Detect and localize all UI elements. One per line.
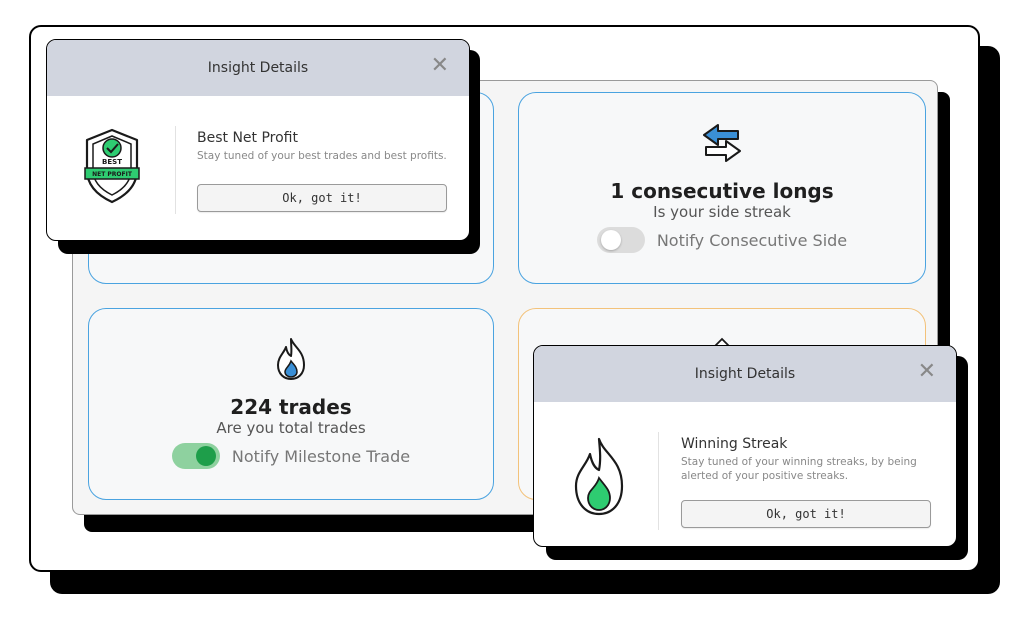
dialog-divider	[175, 126, 176, 214]
dialog-title: Insight Details	[207, 60, 309, 76]
notify-consecutive-toggle[interactable]	[596, 227, 645, 253]
card-consecutive-side: 1 consecutive longs Is your side streak …	[518, 92, 926, 284]
dialog-best-net-profit: Insight Details ✕ BEST NET PROFIT Best N…	[46, 39, 470, 241]
best-net-profit-badge-icon: BEST NET PROFIT	[84, 128, 140, 204]
close-icon[interactable]: ✕	[917, 359, 936, 384]
notify-consecutive-label: Notify Consecutive Side	[656, 230, 848, 250]
dialog-divider	[658, 432, 659, 530]
insight-name: Best Net Profit	[197, 130, 298, 146]
trades-subtitle: Are you total trades	[216, 419, 366, 437]
notify-milestone-toggle[interactable]	[171, 443, 220, 469]
dialog-header: Insight Details ✕	[534, 346, 956, 402]
badge-bottom-text: NET PROFIT	[92, 171, 133, 178]
swap-arrows-icon	[703, 124, 741, 162]
ok-got-it-button[interactable]: Ok, got it!	[681, 500, 931, 528]
dialog-header: Insight Details ✕	[47, 40, 469, 96]
dialog-title: Insight Details	[694, 366, 796, 382]
insight-description: Stay tuned of your winning streaks, by b…	[681, 456, 917, 482]
trades-count: 224 trades	[230, 395, 352, 419]
dialog-body: Winning Streak Stay tuned of your winnin…	[534, 402, 956, 546]
consecutive-count: 1 consecutive longs	[610, 179, 834, 203]
consecutive-subtitle: Is your side streak	[653, 203, 791, 221]
card-milestone-trades: 224 trades Are you total trades Notify M…	[88, 308, 494, 500]
flame-icon	[277, 338, 305, 380]
dialog-winning-streak: Insight Details ✕ Winning Streak Stay tu…	[533, 345, 957, 547]
notify-milestone-label: Notify Milestone Trade	[231, 446, 411, 466]
ok-got-it-button[interactable]: Ok, got it!	[197, 184, 447, 212]
dialog-body: BEST NET PROFIT Best Net Profit Stay tun…	[47, 96, 469, 240]
close-icon[interactable]: ✕	[430, 53, 449, 78]
insight-description: Stay tuned of your best trades and best …	[197, 150, 447, 162]
green-flame-icon	[574, 437, 624, 516]
badge-top-text: BEST	[102, 158, 122, 166]
insight-name: Winning Streak	[681, 436, 788, 452]
